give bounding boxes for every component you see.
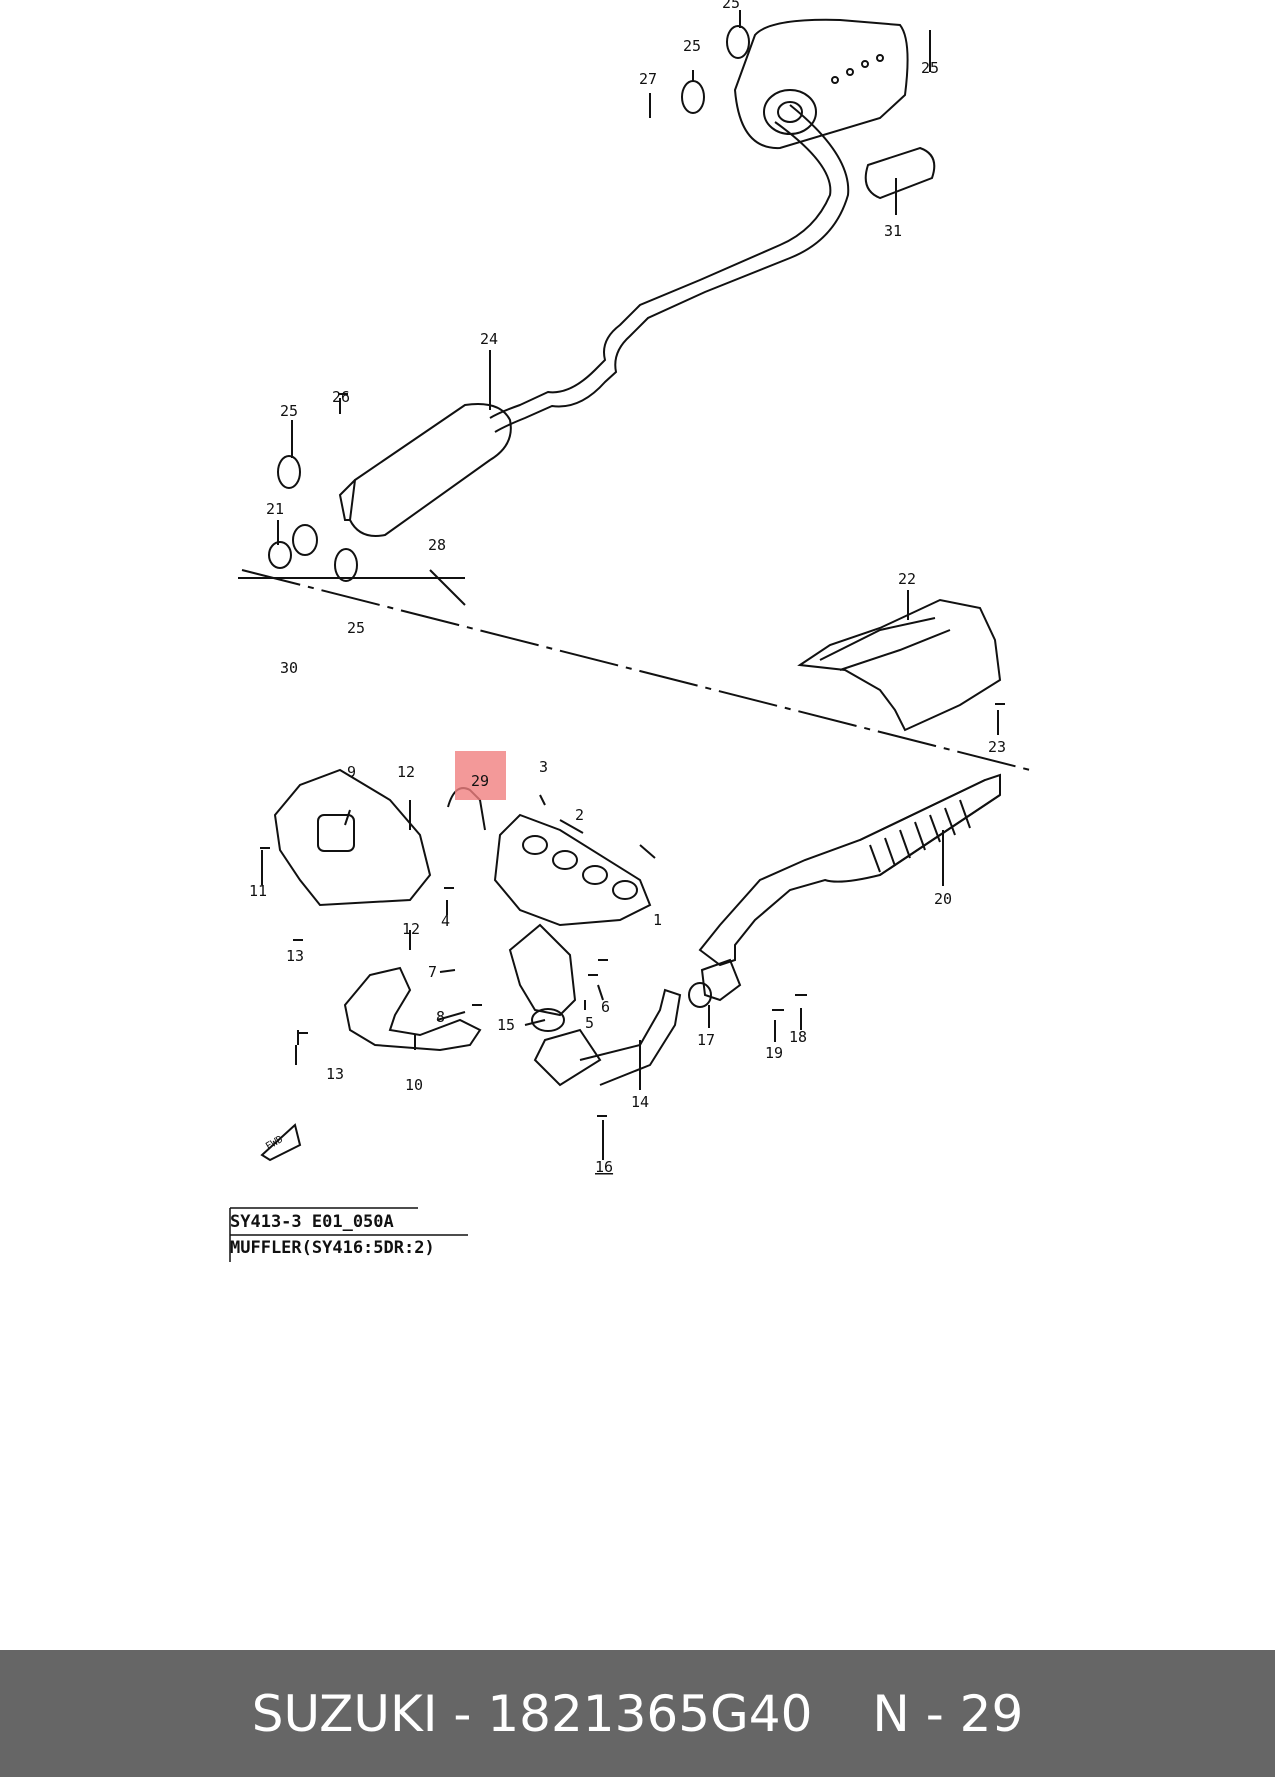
- callout-15: 15: [497, 1016, 515, 1034]
- tail-pipe-tip: [864, 146, 936, 200]
- hanger-25-top: [726, 25, 750, 59]
- callout-25-left: 25: [280, 402, 298, 420]
- callout-16: 16: [595, 1158, 613, 1176]
- callout-12-upper: 12: [397, 763, 415, 781]
- callout-30: 30: [280, 659, 298, 677]
- fwd-arrow: [260, 1123, 302, 1162]
- gasket-15: [531, 1008, 565, 1032]
- callout-29: 29: [471, 772, 489, 790]
- callout-25-upper: 25: [683, 37, 701, 55]
- callout-13-upper: 13: [286, 947, 304, 965]
- hanger-25-bottom: [334, 548, 358, 582]
- callout-3: 3: [539, 758, 548, 776]
- rear-muffler: [733, 18, 909, 150]
- callout-19: 19: [765, 1044, 783, 1062]
- callout-2: 2: [575, 806, 584, 824]
- brand-part-number: SUZUKI - 1821365G40: [251, 1684, 813, 1743]
- diagram-description-caption: MUFFLER(SY416:5DR:2): [230, 1238, 435, 1258]
- part-info-footer: SUZUKI - 1821365G40 N - 29: [0, 1650, 1275, 1777]
- heat-shield-10: [343, 966, 482, 1052]
- callout-20: 20: [934, 890, 952, 908]
- callout-18: 18: [789, 1028, 807, 1046]
- callout-22: 22: [898, 570, 916, 588]
- callout-7: 7: [428, 963, 437, 981]
- callout-11: 11: [249, 882, 267, 900]
- callout-25-right: 25: [921, 59, 939, 77]
- callout-13-lower: 13: [326, 1065, 344, 1083]
- catalytic-converter: [859, 779, 1001, 876]
- gasket-21: [268, 541, 292, 569]
- callout-28: 28: [428, 536, 446, 554]
- front-pipe: [698, 773, 1001, 967]
- callout-1: 1: [653, 911, 662, 929]
- callout-21: 21: [266, 500, 284, 518]
- callout-31: 31: [884, 222, 902, 240]
- callout-9: 9: [347, 763, 356, 781]
- hanger-25-left: [277, 455, 301, 489]
- highlight-box-29: [455, 751, 506, 800]
- heat-shield-22: [797, 598, 1002, 732]
- hanger-25-mid: [681, 80, 705, 114]
- callout-25-bottom: 25: [347, 619, 365, 637]
- callout-23: 23: [988, 738, 1006, 756]
- callout-4: 4: [441, 912, 450, 930]
- callout-27: 27: [639, 70, 657, 88]
- rear-pipe: [489, 121, 832, 419]
- diagram-code-caption: SY413-3 E01_050A: [230, 1212, 394, 1232]
- exhaust-manifold: [493, 813, 652, 927]
- callout-8: 8: [436, 1008, 445, 1026]
- callout-17: 17: [697, 1031, 715, 1049]
- callout-24: 24: [480, 330, 498, 348]
- gasket-17: [688, 982, 712, 1008]
- flange-pipe-20: [700, 958, 742, 1002]
- callout-25-top: 25: [722, 0, 740, 12]
- front-catalyst-14: [508, 923, 577, 1017]
- callout-26: 26: [332, 388, 350, 406]
- callout-14: 14: [631, 1093, 649, 1111]
- callout-12-lower: 12: [402, 920, 420, 938]
- heat-shield-9: [273, 768, 432, 907]
- callout-10: 10: [405, 1076, 423, 1094]
- center-muffler: [348, 403, 512, 537]
- callout-6: 6: [601, 998, 610, 1016]
- exhaust-parts-diagram: 1 2 3 4 5 6 7 8 9 10 11 12 12 13 13 14 1…: [229, 0, 1031, 1262]
- position-label: N - 29: [872, 1684, 1024, 1743]
- callout-5: 5: [585, 1014, 594, 1032]
